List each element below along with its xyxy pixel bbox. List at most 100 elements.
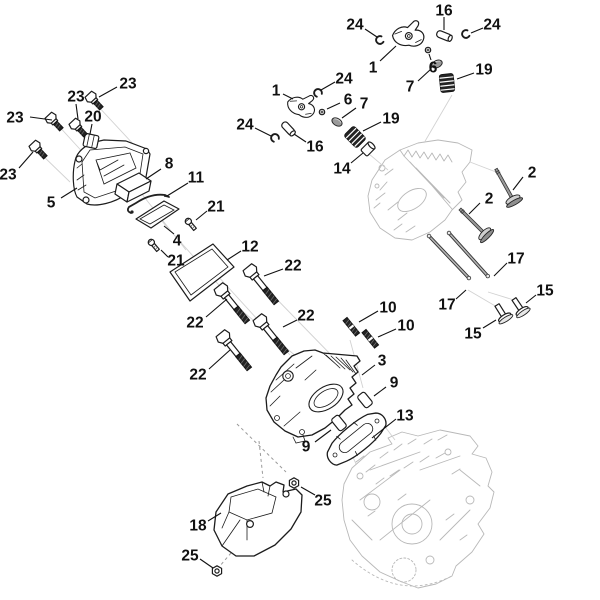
leader-line-2 xyxy=(512,176,524,191)
callout-7: 7 xyxy=(360,96,369,113)
callout-2: 2 xyxy=(485,191,494,208)
part-24-clip xyxy=(460,28,471,40)
callout-25: 25 xyxy=(181,548,199,565)
part-1-rocker-arm xyxy=(283,86,322,123)
part-21-screw xyxy=(146,237,161,253)
callout-21: 21 xyxy=(207,199,225,216)
callout-9: 9 xyxy=(302,439,311,456)
leader-line-17 xyxy=(455,289,467,300)
leader-line-19 xyxy=(362,121,382,132)
leader-line-14 xyxy=(350,152,364,164)
leader-line-22 xyxy=(282,319,298,328)
part-6-adjuster xyxy=(424,46,432,54)
callout-14: 14 xyxy=(333,161,351,178)
callout-10: 10 xyxy=(379,300,396,317)
callout-13: 13 xyxy=(396,408,414,425)
callout-3: 3 xyxy=(378,353,387,370)
callout-23: 23 xyxy=(0,167,17,184)
leader-line-21 xyxy=(195,210,208,221)
callout-24: 24 xyxy=(483,17,501,34)
part-10-stud xyxy=(361,328,380,349)
leader-line-23 xyxy=(18,151,34,169)
callout-22: 22 xyxy=(186,315,203,332)
part-24-clip xyxy=(268,131,281,144)
callout-20: 20 xyxy=(84,109,101,126)
leader-line-10 xyxy=(377,328,397,338)
callout-19: 19 xyxy=(475,62,493,79)
leader-line-18 xyxy=(207,512,222,522)
leader-line-24 xyxy=(254,127,272,137)
part-11-spring-wire xyxy=(126,193,170,214)
part-12-gasket xyxy=(169,243,235,302)
callout-22: 22 xyxy=(284,258,301,275)
callout-22: 22 xyxy=(189,367,206,384)
part-6-adjuster xyxy=(318,108,326,116)
part-16-pin xyxy=(435,29,454,43)
part-17-pushrod xyxy=(424,231,474,283)
callout-19: 19 xyxy=(382,111,400,128)
callout-1: 1 xyxy=(272,83,281,100)
leader-line-11 xyxy=(166,182,189,197)
leader-line-23 xyxy=(29,116,53,121)
part-18-shroud xyxy=(213,481,303,557)
callout-17: 17 xyxy=(507,251,524,268)
leader-line-8 xyxy=(145,168,162,180)
leader-line-12 xyxy=(226,250,242,261)
callout-2: 2 xyxy=(528,165,537,182)
leader-line-23 xyxy=(75,103,79,120)
callout-6: 6 xyxy=(429,60,438,77)
part-19-spring xyxy=(438,72,456,94)
callout-23: 23 xyxy=(6,110,24,127)
callout-4: 4 xyxy=(173,233,182,250)
leader-line-1 xyxy=(282,93,294,100)
callout-5: 5 xyxy=(47,195,56,212)
leader-line-21 xyxy=(160,249,169,258)
callout-15: 15 xyxy=(464,326,482,343)
callout-18: 18 xyxy=(189,518,207,535)
part-14-sleeve xyxy=(359,140,377,158)
leader-line-19 xyxy=(456,72,475,80)
callout-6: 6 xyxy=(344,92,353,109)
callout-15: 15 xyxy=(536,283,554,300)
part-25-nut xyxy=(288,477,300,489)
callout-23: 23 xyxy=(119,76,137,93)
leader-line-5 xyxy=(60,187,78,199)
part-21-screw xyxy=(183,216,198,232)
faint-cylinder-head-sketch xyxy=(367,139,473,241)
leader-line-1 xyxy=(379,45,397,62)
part-25-nut xyxy=(211,565,223,577)
leader-line-25 xyxy=(199,558,214,569)
callout-17: 17 xyxy=(438,297,455,314)
callout-24: 24 xyxy=(346,17,364,34)
callout-12: 12 xyxy=(241,239,258,256)
leader-line-9 xyxy=(314,429,332,443)
rocker-group-a xyxy=(374,15,471,94)
leader-line-24 xyxy=(320,81,336,91)
callout-7: 7 xyxy=(406,79,415,96)
part-10-stud xyxy=(342,316,361,337)
leader-line-6 xyxy=(326,102,341,110)
leader-line-9 xyxy=(373,386,387,397)
part-22-bolt xyxy=(212,281,254,328)
callout-8: 8 xyxy=(165,156,174,173)
leader-line-7 xyxy=(341,107,357,119)
leader-line-22 xyxy=(208,349,231,370)
callout-16: 16 xyxy=(435,3,453,20)
leader-line-15 xyxy=(482,319,497,329)
faint-crankcase-sketch xyxy=(341,429,495,589)
leader-line-10 xyxy=(358,310,379,323)
leader-line-20 xyxy=(89,123,93,135)
part-22-bolt xyxy=(251,312,293,359)
part-4-plate xyxy=(135,200,180,229)
part-23-bolt xyxy=(27,138,51,162)
leader-line-17 xyxy=(493,262,508,277)
leader-line-23 xyxy=(98,86,118,98)
leader-line-4 xyxy=(163,225,175,235)
leader-line-3 xyxy=(361,364,376,376)
part-22-bolt xyxy=(241,262,283,309)
callout-22: 22 xyxy=(297,308,314,325)
callout-9: 9 xyxy=(390,375,399,392)
leader-line-13 xyxy=(371,418,397,439)
leader-line-24 xyxy=(364,28,378,38)
